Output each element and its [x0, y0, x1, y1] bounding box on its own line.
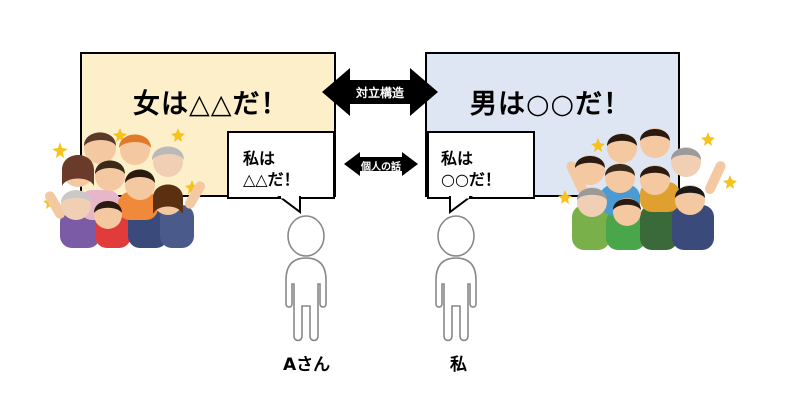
individual-label: 個人の話: [361, 162, 401, 173]
me-figure: [435, 215, 477, 342]
me-bubble-line1: 私は: [441, 149, 474, 168]
person-a-bubble-text: 私は △△だ！: [243, 148, 300, 190]
opposition-label: 対立構造: [355, 86, 404, 100]
person-a-figure: [285, 215, 327, 342]
me-bubble-text: 私は ○○だ！: [441, 148, 501, 190]
opposition-double-arrow: [322, 68, 438, 116]
men-claim-text: 男は○○だ！: [470, 89, 632, 120]
person-a-label: Aさん: [283, 355, 331, 375]
me-bubble-line2: ○○だ！: [441, 170, 501, 189]
person-a-speech-bubble: [227, 131, 335, 199]
cheering-men-crowd-icon: [558, 128, 737, 250]
person-a-bubble-tail: [277, 195, 301, 214]
cheering-women-crowd-icon: [43, 128, 205, 248]
person-a-bubble-line2: △△だ！: [243, 170, 300, 189]
women-claim-text: 女は△△だ！: [133, 89, 289, 120]
me-speech-bubble: [427, 131, 535, 199]
person-a-bubble-line1: 私は: [243, 149, 276, 168]
me-bubble-tail: [449, 195, 473, 214]
me-label: 私: [450, 355, 467, 375]
individual-double-arrow: [344, 152, 418, 176]
